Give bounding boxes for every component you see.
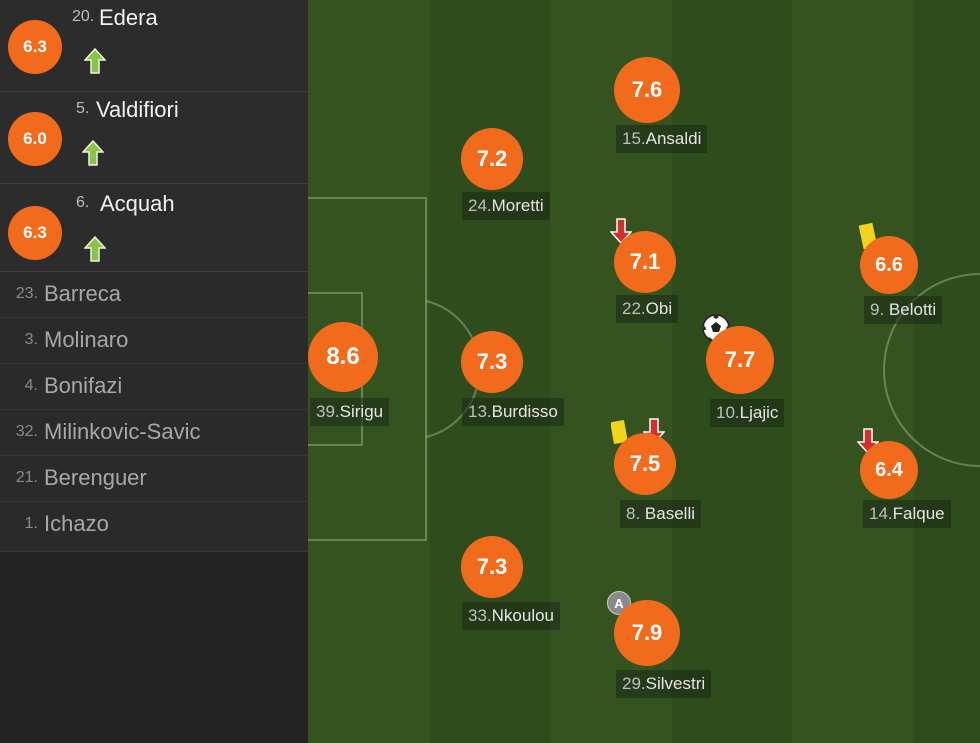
bench-row[interactable]: 1. Ichazo bbox=[0, 502, 308, 552]
substitute-row[interactable]: 6.3 20. Edera bbox=[0, 0, 308, 92]
rating-badge: 6.3 bbox=[8, 20, 62, 74]
player-name: Molinaro bbox=[44, 327, 129, 352]
player-number: 5. bbox=[76, 100, 90, 117]
player-number: 21. bbox=[15, 469, 38, 486]
player-number: 39. bbox=[316, 402, 340, 421]
player-name: Moretti bbox=[491, 196, 544, 215]
player-name: Ichazo bbox=[44, 511, 109, 536]
player-label: 22.Obi bbox=[616, 295, 679, 323]
player-label: 33.Nkoulou bbox=[462, 602, 561, 630]
player-number: 15. bbox=[622, 129, 646, 148]
player-label: 13.Burdisso bbox=[462, 398, 564, 426]
rating-badge: 7.3 bbox=[461, 536, 523, 598]
player-label: 10.Ljajic bbox=[710, 399, 785, 427]
rating-badge: 7.6 bbox=[614, 57, 680, 123]
rating-badge: 6.3 bbox=[8, 206, 62, 260]
bench-row[interactable]: 23. Barreca bbox=[0, 272, 308, 318]
player-label: 39.Sirigu bbox=[310, 398, 390, 426]
player-label: 29.Silvestri bbox=[616, 670, 712, 698]
player-number: 29. bbox=[622, 674, 646, 693]
player-name: Barreca bbox=[44, 281, 122, 306]
bench-row[interactable]: 3. Molinaro bbox=[0, 318, 308, 364]
player-number: 14. bbox=[869, 504, 893, 523]
player-name: Ansaldi bbox=[645, 129, 702, 148]
pitch: 8.6 39.Sirigu 7.2 24.Moretti 7.3 13.Burd… bbox=[308, 0, 980, 743]
player-number: 8. bbox=[626, 504, 641, 523]
rating-badge: 7.1 bbox=[614, 231, 676, 293]
sidebar: 6.3 20. Edera 6.0 5. Valdifiori 6.3 6. A… bbox=[0, 0, 308, 743]
arrow-up-icon bbox=[84, 48, 106, 74]
bench-row[interactable]: 21. Berenguer bbox=[0, 456, 308, 502]
player-label: 24.Moretti bbox=[462, 192, 550, 220]
substitute-row[interactable]: 6.0 5. Valdifiori bbox=[0, 92, 308, 184]
player-name: Obi bbox=[645, 299, 673, 318]
yellow-card-icon bbox=[611, 420, 627, 444]
player-number: 6. bbox=[76, 194, 90, 211]
player-number: 10. bbox=[716, 403, 740, 422]
player-number: 4. bbox=[24, 377, 38, 394]
player-name: Nkoulou bbox=[491, 606, 555, 625]
player-name: Berenguer bbox=[44, 465, 147, 490]
player-name: Acquah bbox=[100, 191, 175, 216]
arrow-up-icon bbox=[84, 236, 106, 262]
player-name: Belotti bbox=[888, 300, 937, 319]
player-number: 22. bbox=[622, 299, 646, 318]
rating-badge: 7.9 bbox=[614, 600, 680, 666]
player-number: 33. bbox=[468, 606, 492, 625]
player-name: Milinkovic-Savic bbox=[44, 419, 201, 444]
rating-badge: 6.4 bbox=[860, 441, 918, 499]
player-number: 32. bbox=[15, 423, 38, 440]
player-label: 8. Baselli bbox=[620, 500, 702, 528]
arrow-up-icon bbox=[82, 140, 104, 166]
rating-badge: 6.6 bbox=[860, 236, 918, 294]
bench-row[interactable]: 32. Milinkovic-Savic bbox=[0, 410, 308, 456]
player-name: Ljajic bbox=[739, 403, 779, 422]
player-label: 9. Belotti bbox=[864, 296, 943, 324]
player-number: 9. bbox=[870, 300, 885, 319]
player-name: Burdisso bbox=[491, 402, 558, 421]
player-number: 23. bbox=[15, 285, 38, 302]
rating-badge: 7.7 bbox=[706, 326, 774, 394]
player-name: Falque bbox=[892, 504, 945, 523]
player-name: Bonifazi bbox=[44, 373, 123, 398]
player-name: Valdifiori bbox=[96, 97, 179, 122]
player-number: 3. bbox=[24, 331, 38, 348]
player-number: 1. bbox=[24, 515, 38, 532]
player-label: 14.Falque bbox=[863, 500, 951, 528]
player-name: Edera bbox=[99, 5, 158, 30]
player-number: 24. bbox=[468, 196, 492, 215]
player-label: 15.Ansaldi bbox=[616, 125, 708, 153]
player-name: Silvestri bbox=[645, 674, 706, 693]
rating-badge: 7.2 bbox=[461, 128, 523, 190]
player-number: 20. bbox=[72, 8, 95, 25]
rating-badge: 7.3 bbox=[461, 331, 523, 393]
bench-row[interactable]: 4. Bonifazi bbox=[0, 364, 308, 410]
player-name: Baselli bbox=[644, 504, 696, 523]
rating-badge: 6.0 bbox=[8, 112, 62, 166]
sidebar-empty-area bbox=[0, 552, 308, 743]
rating-badge: 8.6 bbox=[308, 322, 378, 392]
rating-badge: 7.5 bbox=[614, 433, 676, 495]
player-number: 13. bbox=[468, 402, 492, 421]
substitute-row[interactable]: 6.3 6. Acquah bbox=[0, 184, 308, 272]
player-name: Sirigu bbox=[339, 402, 384, 421]
